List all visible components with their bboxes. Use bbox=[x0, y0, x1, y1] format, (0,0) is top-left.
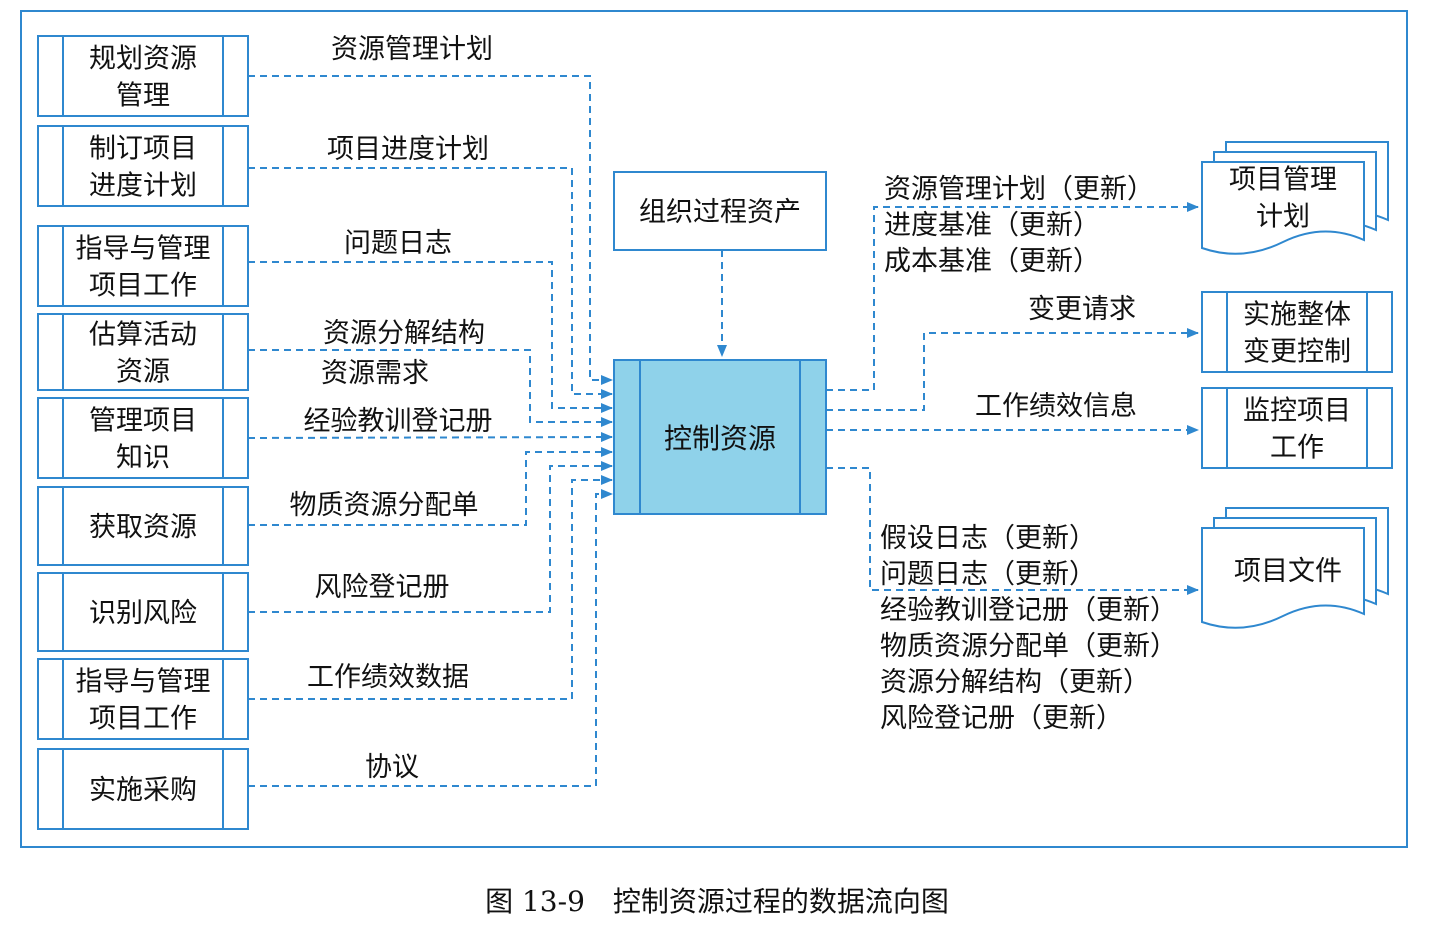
input-flow-label-3-b: 资源需求 bbox=[321, 358, 429, 389]
input-process-label-4-line-1: 知识 bbox=[116, 443, 170, 474]
input-flow-label-7: 工作绩效数据 bbox=[307, 662, 469, 693]
monitor-work-label-line-1: 工作 bbox=[1270, 433, 1324, 464]
input-process-label-2-line-0: 指导与管理 bbox=[76, 234, 211, 265]
project-docs-doc-sheet-0 bbox=[1201, 527, 1365, 629]
input-process-label-3-line-0: 估算活动 bbox=[89, 320, 197, 351]
monitor-work-box bbox=[1201, 387, 1393, 469]
pm-plan-label-line-0: 项目管理 bbox=[1229, 165, 1337, 196]
input-process-box-3 bbox=[37, 313, 249, 391]
input-arrow-1 bbox=[248, 167, 613, 399]
input-flow-label-8: 协议 bbox=[365, 752, 419, 783]
input-process-box-6 bbox=[37, 572, 249, 652]
doc-update-label-4: 资源分解结构（更新） bbox=[880, 667, 1150, 698]
doc-update-label-3: 物质资源分配单（更新） bbox=[880, 631, 1177, 662]
input-arrow-4 bbox=[247, 432, 613, 443]
work-perf-info-label: 工作绩效信息 bbox=[975, 391, 1137, 422]
doc-update-label-1: 问题日志（更新） bbox=[880, 559, 1096, 590]
input-process-box-4 bbox=[37, 397, 249, 479]
input-process-box-7 bbox=[37, 658, 249, 740]
diagram-frame bbox=[20, 10, 1408, 848]
output-arrow-project-docs bbox=[826, 467, 1199, 595]
input-process-label-1-line-1: 进度计划 bbox=[89, 171, 197, 202]
input-arrow-5 bbox=[248, 447, 613, 526]
doc-update-label-2: 经验教训登记册（更新） bbox=[880, 595, 1177, 626]
input-flow-label-5: 物质资源分配单 bbox=[290, 490, 479, 521]
doc-update-label-0: 假设日志（更新） bbox=[880, 523, 1096, 554]
input-arrow-7 bbox=[248, 475, 613, 700]
input-flow-label-4: 经验教训登记册 bbox=[304, 406, 493, 437]
input-process-box-8 bbox=[37, 748, 249, 830]
input-arrow-2 bbox=[248, 261, 613, 413]
input-arrow-8 bbox=[248, 489, 613, 787]
input-process-box-0 bbox=[37, 35, 249, 117]
input-process-label-0-line-1: 管理 bbox=[116, 81, 170, 112]
input-arrow-6 bbox=[248, 461, 613, 613]
figure-caption: 图 13-9 控制资源过程的数据流向图 bbox=[485, 885, 949, 918]
doc-update-label-5: 风险登记册（更新） bbox=[880, 703, 1123, 734]
input-process-label-7-line-1: 项目工作 bbox=[89, 704, 197, 735]
input-process-label-7-line-0: 指导与管理 bbox=[76, 667, 211, 698]
org-assets-label: 组织过程资产 bbox=[639, 197, 801, 228]
input-arrow-3 bbox=[248, 349, 613, 427]
output-arrow-change-control bbox=[826, 328, 1199, 411]
project-docs-label: 项目文件 bbox=[1234, 556, 1342, 587]
input-process-box-1 bbox=[37, 125, 249, 207]
plan-update-label-2: 成本基准（更新） bbox=[884, 246, 1100, 277]
input-process-label-1-line-0: 制订项目 bbox=[89, 134, 197, 165]
input-flow-label-2: 问题日志 bbox=[344, 228, 452, 259]
data-flow-diagram: 规划资源管理资源管理计划制订项目进度计划项目进度计划指导与管理项目工作问题日志估… bbox=[37, 34, 1393, 830]
monitor-work-label-line-0: 监控项目 bbox=[1243, 396, 1351, 427]
pm-plan-doc-sheet-0 bbox=[1201, 161, 1365, 255]
integrated-change-box bbox=[1201, 291, 1393, 373]
input-arrow-0 bbox=[248, 75, 613, 385]
center-process-box bbox=[613, 359, 827, 515]
org-assets-box bbox=[613, 171, 827, 251]
output-arrow-pm-plan bbox=[826, 202, 1199, 391]
input-flow-label-0: 资源管理计划 bbox=[331, 34, 493, 65]
input-process-label-2-line-1: 项目工作 bbox=[89, 271, 197, 302]
input-process-label-8-line-0: 实施采购 bbox=[89, 775, 197, 806]
input-flow-label-6: 风险登记册 bbox=[315, 572, 450, 603]
input-flow-label-1: 项目进度计划 bbox=[327, 134, 489, 165]
plan-update-label-1: 进度基准（更新） bbox=[884, 210, 1100, 241]
input-process-label-0-line-0: 规划资源 bbox=[89, 44, 197, 75]
plan-update-label-0: 资源管理计划（更新） bbox=[884, 174, 1154, 205]
input-process-label-5-line-0: 获取资源 bbox=[89, 512, 197, 543]
input-flow-label-3: 资源分解结构 bbox=[323, 318, 485, 349]
change-request-label: 变更请求 bbox=[1028, 294, 1136, 325]
pm-plan-label-line-1: 计划 bbox=[1256, 202, 1310, 233]
integrated-change-label-line-1: 变更控制 bbox=[1243, 337, 1351, 368]
input-process-label-3-line-1: 资源 bbox=[116, 357, 170, 388]
center-process-label: 控制资源 bbox=[664, 422, 776, 455]
input-process-label-6-line-0: 识别风险 bbox=[89, 598, 197, 629]
input-process-box-5 bbox=[37, 486, 249, 566]
integrated-change-label-line-0: 实施整体 bbox=[1243, 300, 1351, 331]
input-process-label-4-line-0: 管理项目 bbox=[89, 406, 197, 437]
input-process-box-2 bbox=[37, 225, 249, 307]
